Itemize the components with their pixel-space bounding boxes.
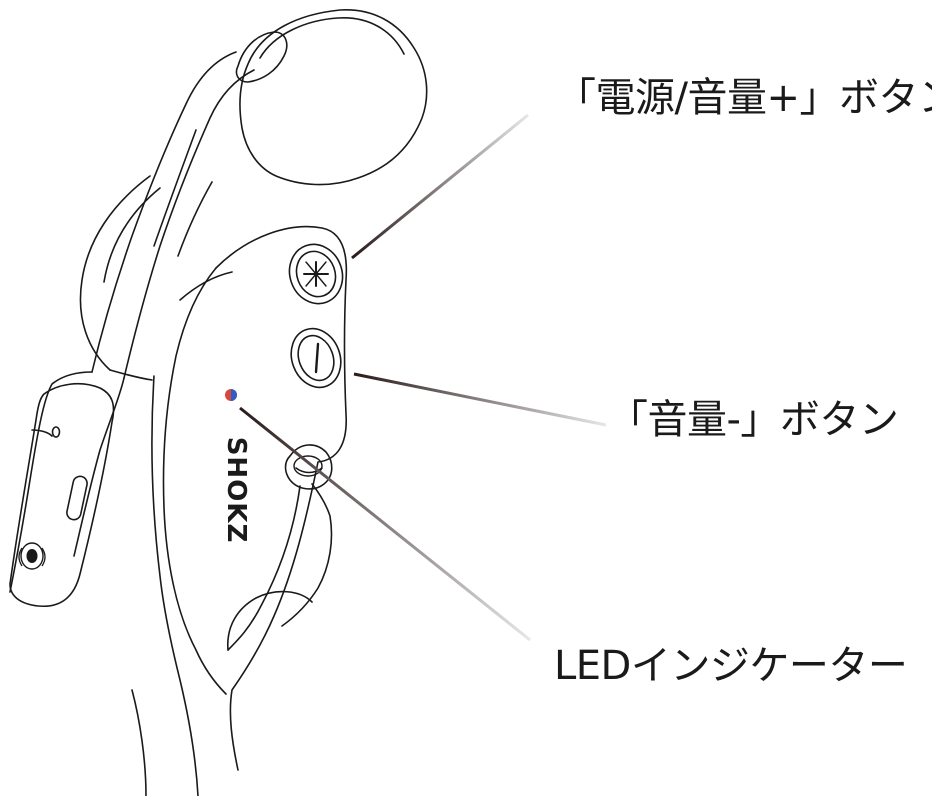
callout-power-volume-up: 「電源/音量+」ボタン <box>556 75 932 121</box>
leader-line-power <box>351 113 529 260</box>
body-left-edge <box>162 267 227 695</box>
brand-logo-text: SHOKZ <box>221 437 251 544</box>
ear-hook-outer <box>91 51 237 373</box>
battery-module <box>9 382 115 608</box>
ear-pad-inner <box>259 17 405 59</box>
volume-down-button-shape <box>290 327 342 389</box>
brand-logo: SHOKZ <box>221 437 251 544</box>
battery-button-icon <box>18 542 46 570</box>
mic-hole <box>51 426 61 438</box>
charge-port <box>66 475 88 521</box>
ear-pad-cap <box>235 31 288 83</box>
power-volume-up-button-shape <box>288 243 344 305</box>
led-indicator-dot <box>225 389 237 401</box>
ear-hook-inner <box>123 69 255 379</box>
multifunction-button-icon <box>293 455 323 477</box>
neckband-outer <box>9 371 93 593</box>
callout-volume-down: 「音量-」ボタン <box>608 397 899 443</box>
leader-line-voldown <box>353 372 607 427</box>
leader-line-led <box>239 406 531 642</box>
neckband-inner <box>73 377 125 557</box>
callout-led-indicator: LEDインジケーター <box>554 643 908 689</box>
ear-pad-outline <box>239 9 428 186</box>
body-outline <box>215 225 348 771</box>
